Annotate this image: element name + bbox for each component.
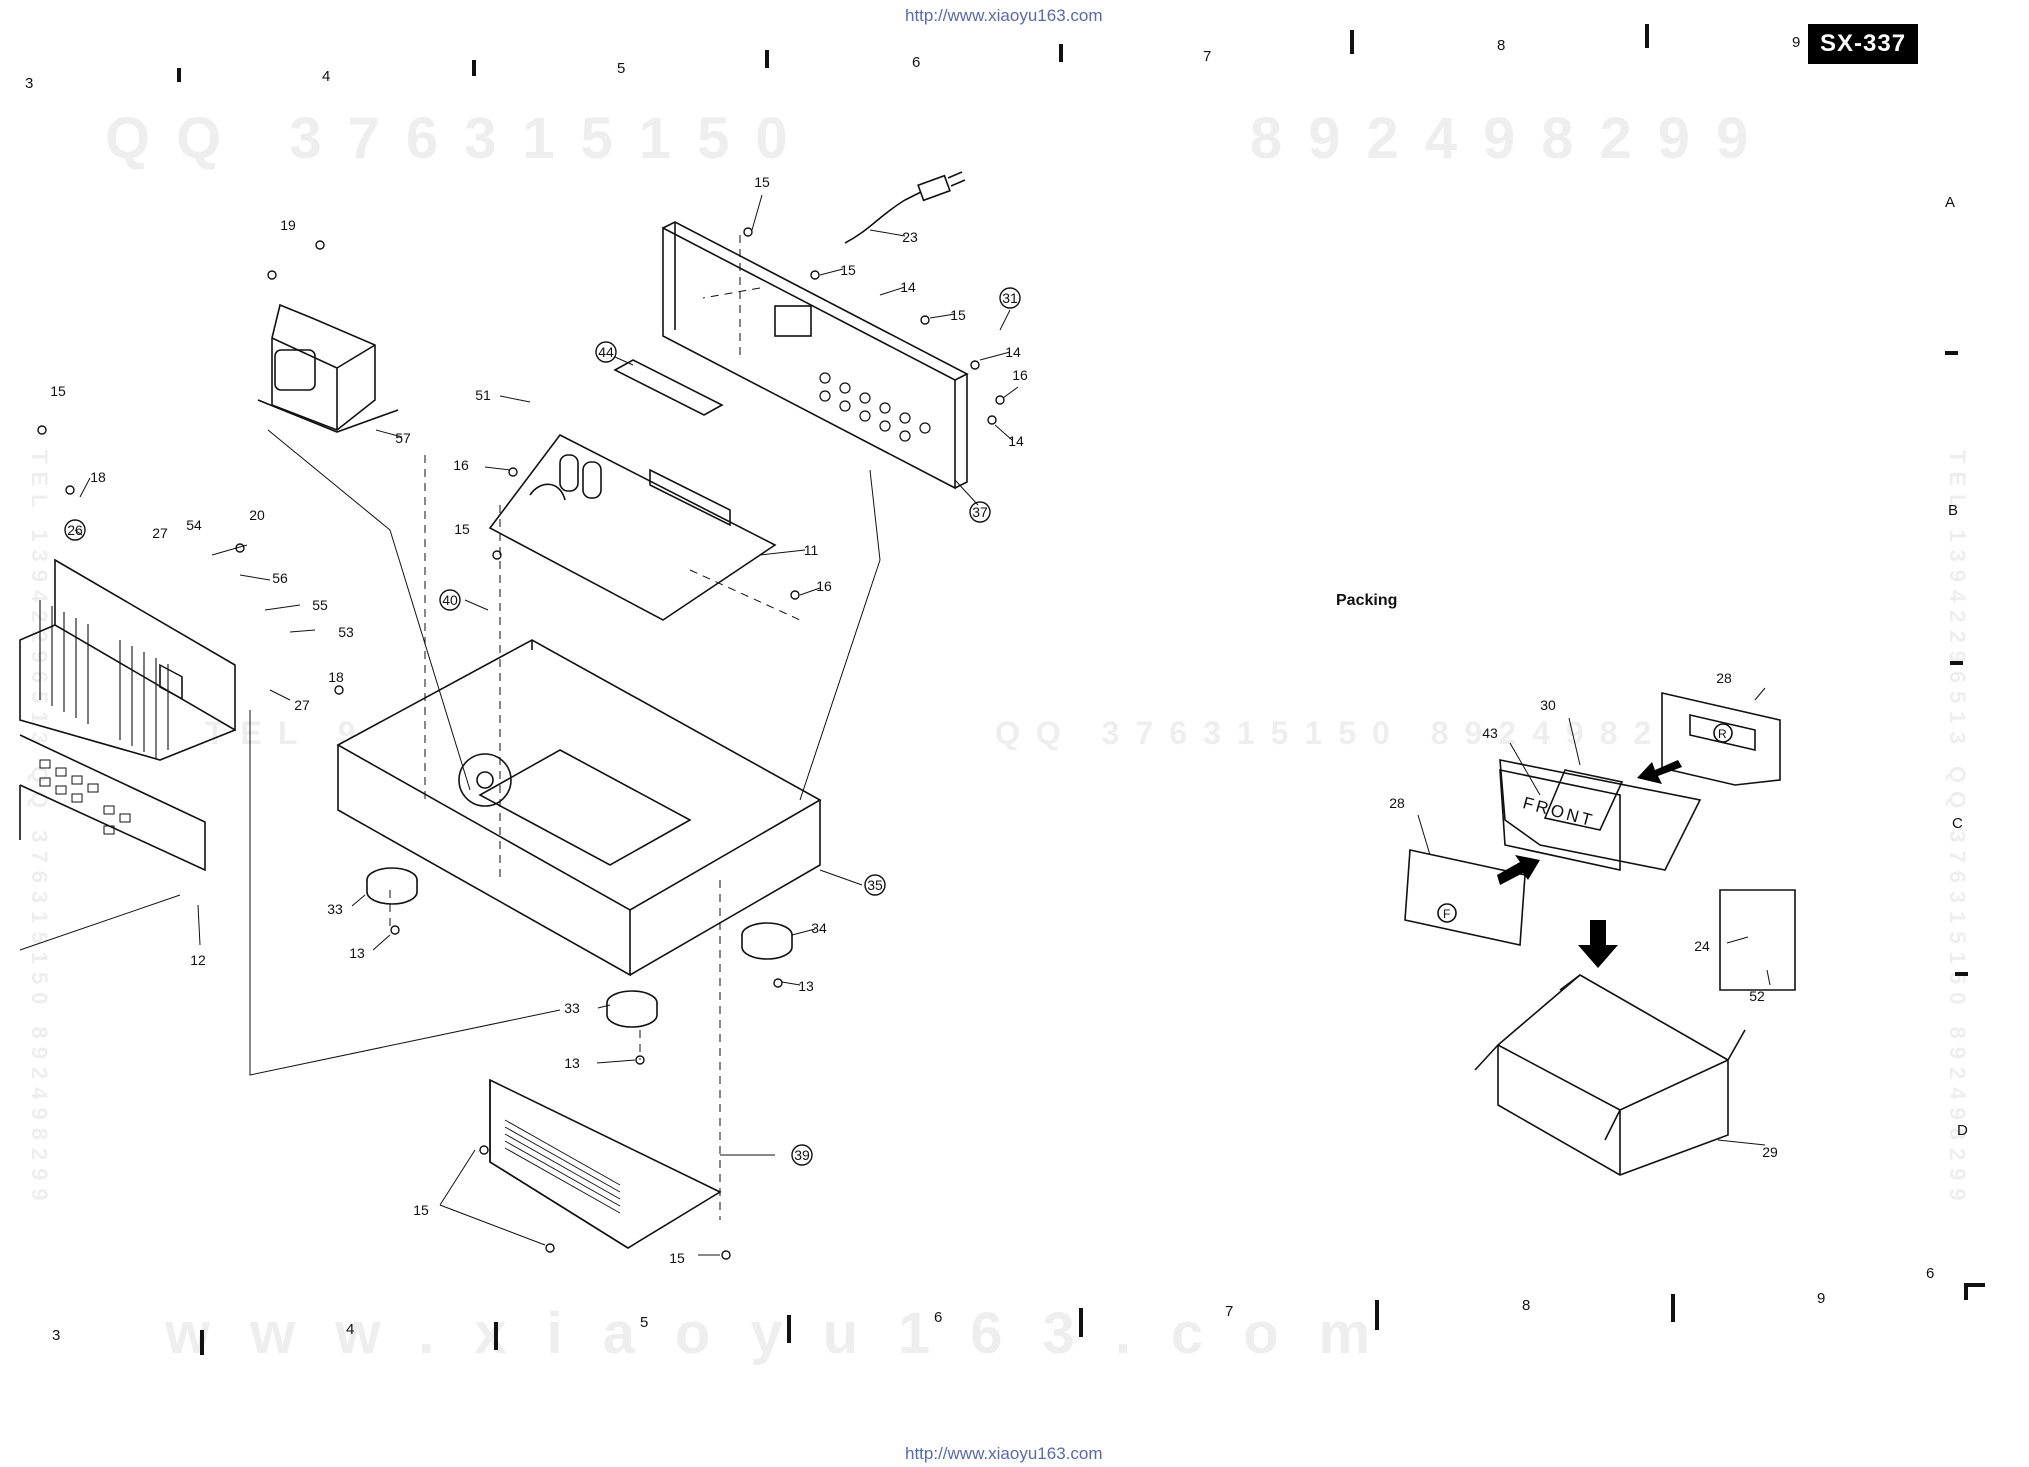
part-label-circle [595,341,617,363]
part-label-30: 30 [1540,697,1556,713]
col-num-top-6: 6 [912,54,921,71]
part-label-37: 37 [972,504,988,520]
col-num-top-5: 5 [617,60,626,77]
part-label-11: 11 [804,542,819,558]
part-label-14: 14 [1005,344,1021,360]
part-label-circle [64,519,86,541]
part-label-14: 14 [900,279,916,295]
col-num-bottom-7: 7 [1225,1303,1234,1320]
watermark-phone: 892498299 [1250,106,1775,171]
part-label-15: 15 [413,1202,429,1218]
part-label-35: 35 [867,877,883,893]
watermark-qq: QQ 376315150 [105,106,814,171]
part-label-13: 13 [349,945,365,961]
part-label-14: 14 [1008,433,1024,449]
part-label-31: 31 [1002,290,1018,306]
part-label-15: 15 [454,521,470,537]
part-label-39: 39 [794,1147,810,1163]
pad-right-mark: R [1718,727,1727,741]
col-num-bottom-9: 9 [1817,1290,1826,1307]
chassis [336,639,822,977]
part-label-20: 20 [249,507,265,523]
col-num-bottom-3: 3 [52,1327,61,1344]
part-label-circle [439,589,461,611]
part-label-29: 29 [1762,1144,1778,1160]
part-label-40: 40 [442,592,458,608]
part-label-circle [864,874,886,896]
part-label-16: 16 [816,578,832,594]
heatsink [19,558,236,761]
url-top[interactable]: http://www.xiaoyu163.com [905,6,1103,25]
screws [37,227,1005,1260]
part-label-27: 27 [152,525,168,541]
part-label-12: 12 [190,952,206,968]
col-num-top-7: 7 [1203,48,1212,65]
main-pcb [488,433,777,621]
front-panel [19,734,206,872]
part-label-15: 15 [840,262,856,278]
part-label-27: 27 [294,697,310,713]
part-label-55: 55 [312,597,328,613]
part-label-51: 51 [475,387,491,403]
col-num-top-8: 8 [1497,37,1506,54]
row-letter-d: D [1957,1122,1968,1139]
part-label-26: 26 [67,522,83,538]
part-label-13: 13 [564,1055,580,1071]
row-letter-b: B [1948,502,1959,519]
part-label-16: 16 [453,457,469,473]
rear-panel [662,221,969,490]
watermark-mid-right: QQ 376315150 892498299 [995,715,1735,751]
part-label-15: 15 [754,174,770,190]
part-label-54: 54 [186,517,202,533]
feet [366,867,793,1028]
part-label-15: 15 [950,307,966,323]
part-label-56: 56 [272,570,288,586]
page-number: 6 [1926,1265,1935,1282]
row-letter-a: A [1945,194,1956,211]
part-label-57: 57 [395,430,411,446]
part-label-43: 43 [1482,725,1498,741]
tick-marks [177,24,1985,1355]
part-label-23: 23 [902,229,918,245]
part-label-circle [791,1144,813,1166]
transformer [257,303,399,433]
part-label-18: 18 [328,669,344,685]
part-label-28: 28 [1389,795,1405,811]
part-label-18: 18 [90,469,106,485]
terminal-board [613,359,724,416]
part-label-52: 52 [1749,988,1765,1004]
col-num-bottom-5: 5 [640,1314,649,1331]
model-badge: SX-337 [1808,24,1919,64]
part-label-24: 24 [1694,938,1710,954]
part-label-15: 15 [669,1250,685,1266]
part-label-34: 34 [811,920,827,936]
part-label-16: 16 [1012,367,1028,383]
pad-left-mark: F [1443,907,1450,921]
col-num-bottom-8: 8 [1522,1297,1531,1314]
url-bottom[interactable]: http://www.xiaoyu163.com [905,1444,1103,1463]
power-cord [844,171,966,244]
part-label-28: 28 [1716,670,1732,686]
row-letter-c: C [1952,815,1963,832]
col-num-top-3: 3 [25,75,34,92]
col-num-top-9: 9 [1792,34,1801,51]
part-label-13: 13 [798,978,814,994]
part-label-33: 33 [327,901,343,917]
part-label-circle [969,501,991,523]
watermark-site: www.xiaoyu163.com [165,1301,1411,1366]
part-label-53: 53 [338,624,354,640]
part-label-15: 15 [50,383,66,399]
packing-drawing [1404,691,1796,1176]
part-label-19: 19 [280,217,296,233]
part-label-44: 44 [598,344,614,360]
col-num-top-4: 4 [322,68,331,85]
packing-title: Packing [1336,592,1398,609]
col-num-bottom-4: 4 [346,1321,355,1338]
col-num-bottom-6: 6 [934,1309,943,1326]
bottom-plate [489,1078,722,1249]
part-label-33: 33 [564,1000,580,1016]
part-label-circle [999,287,1021,309]
